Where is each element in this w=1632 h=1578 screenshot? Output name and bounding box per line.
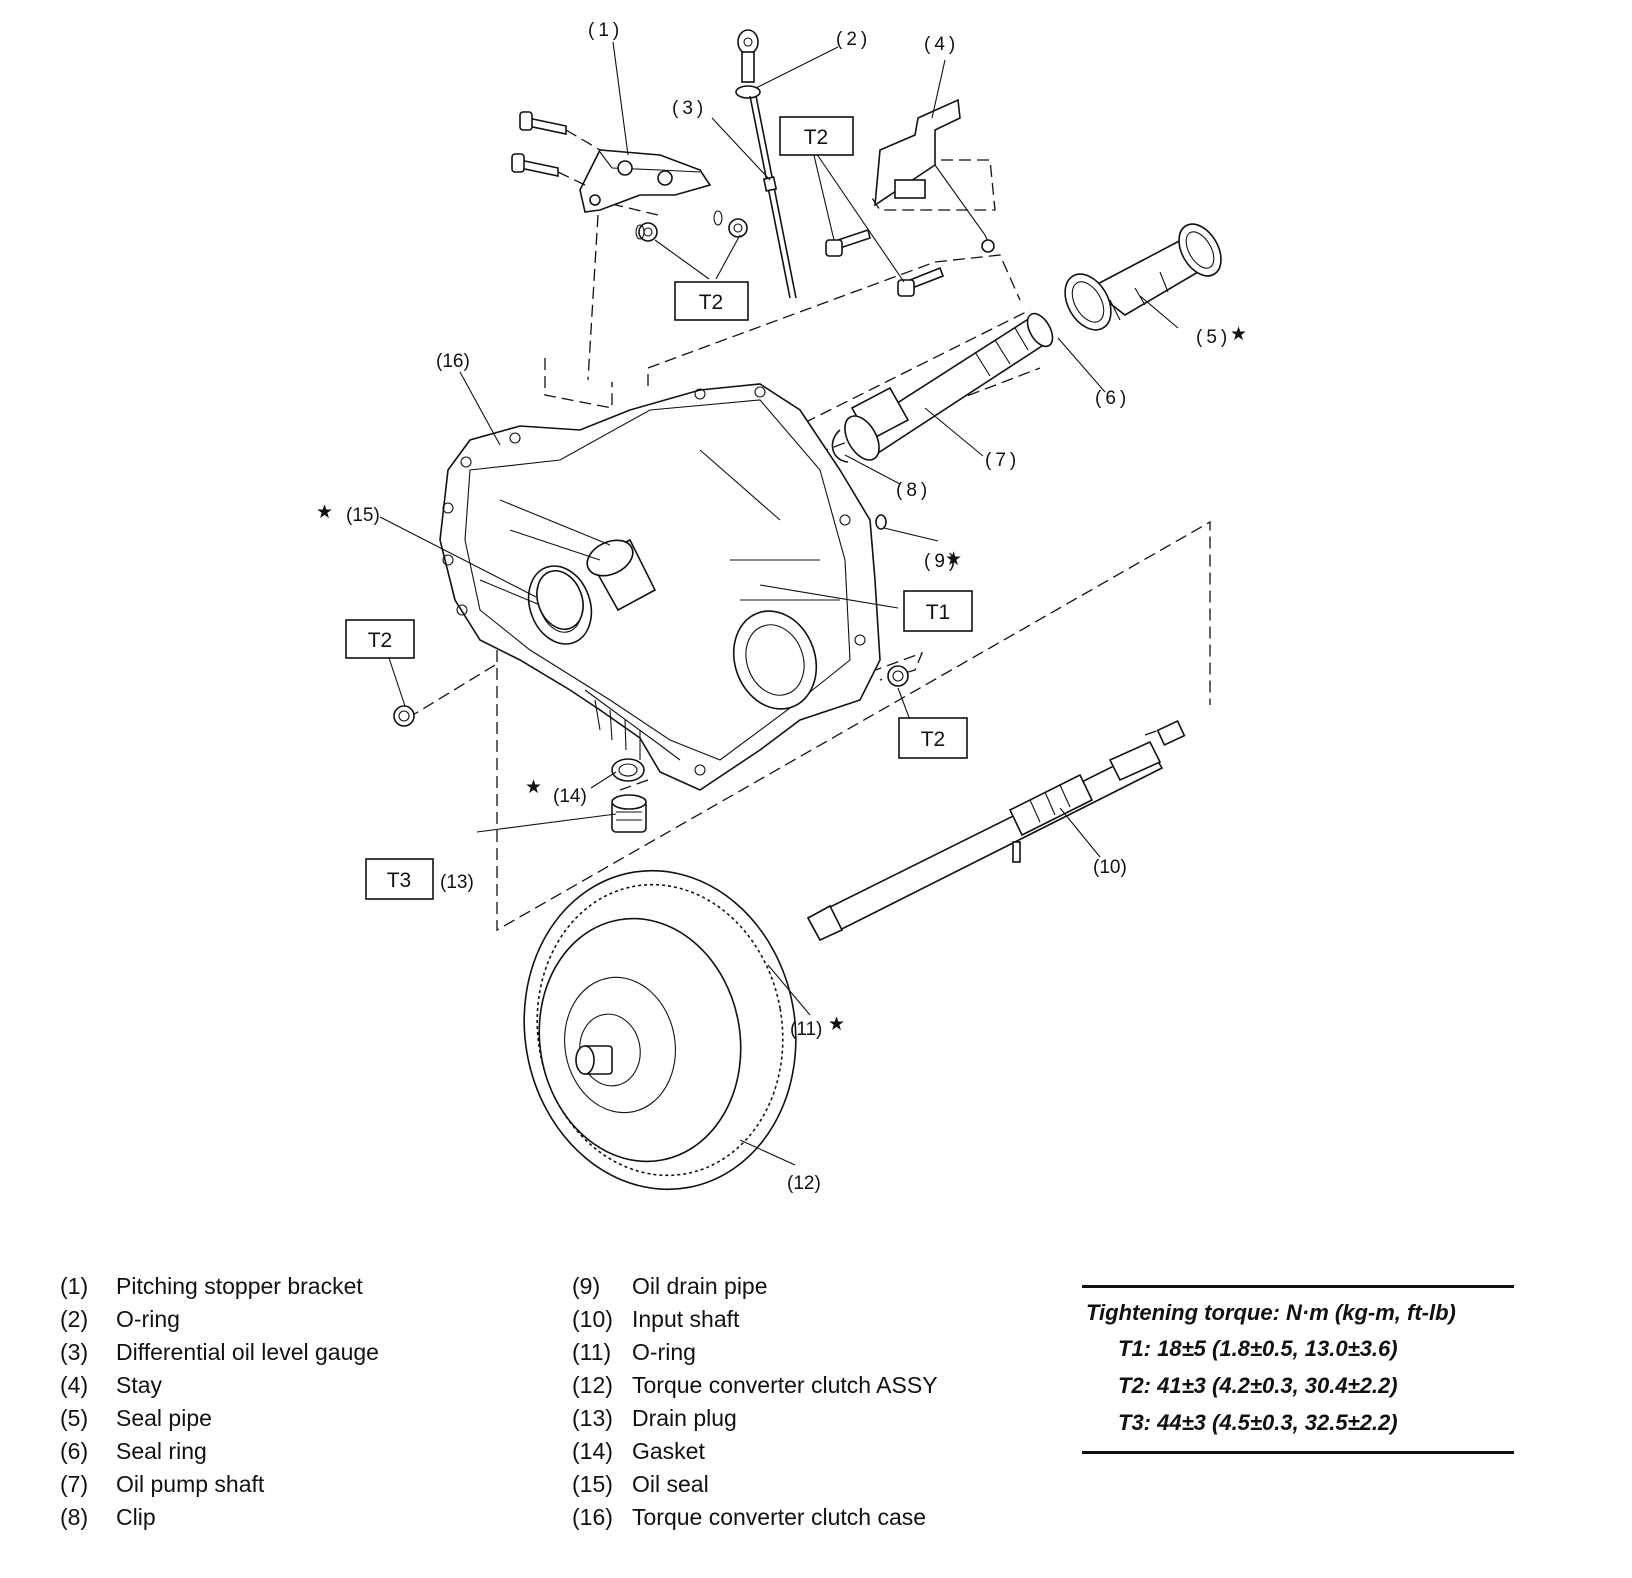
torque-converter (523, 869, 797, 1191)
legend-item: (13)Drain plug (572, 1405, 737, 1431)
torque-table-header: Tightening torque: N·m (kg-m, ft-lb) (1086, 1300, 1456, 1325)
callout-1: (1) (588, 20, 623, 41)
torque-converter-case (439, 383, 881, 791)
legend-item: (6)Seal ring (60, 1438, 207, 1464)
callout-2: (2) (836, 29, 871, 50)
input-shaft (806, 720, 1186, 942)
bracket-nuts (635, 210, 748, 242)
svg-text:T2: T2 (699, 291, 724, 314)
pitching-stopper-bracket (579, 149, 712, 213)
legend-item: (2)O-ring (60, 1306, 180, 1332)
legend-item: (9)Oil drain pipe (572, 1273, 768, 1299)
star-icon: ★ (828, 1014, 845, 1035)
callout-15: (15) (346, 505, 380, 526)
case-nuts (393, 665, 909, 727)
oil-seal (536, 570, 584, 630)
callout-3: (3) (672, 98, 707, 119)
legend-item: (15)Oil seal (572, 1471, 709, 1497)
svg-text:T2: T2 (921, 728, 946, 751)
tightening-torque-table: Tightening torque: N·m (kg-m, ft-lb) T1:… (1082, 1285, 1514, 1454)
torque-box-t2-top-left: T2 (674, 281, 749, 321)
svg-text:T2: T2 (368, 629, 393, 652)
stay-bolts (825, 228, 945, 297)
legend-item: (8)Clip (60, 1504, 156, 1530)
callout-4: (4) (924, 34, 959, 55)
seal-pipe-ring (1064, 273, 1112, 331)
parts-legend-right: (9)Oil drain pipe (10)Input shaft (11)O-… (572, 1270, 938, 1534)
callout-labels: (1) (2) (4) (3) (5) (6) (7) (8) (9) (16)… (346, 20, 1231, 1194)
callout-13: (13) (440, 872, 474, 893)
legend-item: (12)Torque converter clutch ASSY (572, 1372, 938, 1398)
leader-lines (379, 41, 1179, 1166)
legend-item: (4)Stay (60, 1372, 163, 1398)
torque-row-t1: T1: 18±5 (1.8±0.5, 13.0±3.6) (1118, 1336, 1398, 1361)
star-icon: ★ (316, 502, 333, 523)
callout-6: (6) (1095, 388, 1130, 409)
legend-item: (16)Torque converter clutch case (572, 1504, 927, 1530)
callout-14: (14) (553, 786, 587, 807)
callout-5: (5) (1196, 327, 1231, 348)
legend-item: (7)Oil pump shaft (60, 1471, 265, 1497)
star-icon: ★ (525, 777, 542, 798)
callout-16: (16) (436, 351, 470, 372)
legend-item: (11)O-ring (572, 1339, 696, 1365)
legend-item: (10)Input shaft (572, 1306, 740, 1332)
star-marks: ★ ★ ★ ★ ★ (316, 324, 1247, 1035)
legend-item: (1)Pitching stopper bracket (60, 1273, 363, 1299)
star-icon: ★ (1230, 324, 1247, 345)
legend-item: (3)Differential oil level gauge (60, 1339, 379, 1365)
oil-drain-pipe (875, 514, 887, 530)
torque-box-t2-right: T2 (898, 717, 968, 759)
oil-level-gauge (735, 29, 797, 299)
torque-box-t3: T3 (365, 858, 434, 900)
callout-10: (10) (1093, 857, 1127, 878)
callout-9: (9) (924, 551, 959, 572)
parts-legend-left: (1)Pitching stopper bracket (2)O-ring (3… (60, 1270, 379, 1534)
stay-bracket (874, 98, 995, 253)
legend-item: (14)Gasket (572, 1438, 705, 1464)
drain-plug (611, 794, 647, 833)
torque-box-t2-left: T2 (345, 619, 415, 659)
svg-text:T3: T3 (387, 869, 412, 892)
legend-item: (5)Seal pipe (60, 1405, 212, 1431)
callout-12: (12) (787, 1173, 821, 1194)
callout-8: (8) (896, 480, 931, 501)
callout-11: (11) (790, 1019, 822, 1040)
clip (831, 429, 849, 463)
svg-text:T2: T2 (804, 126, 829, 149)
torque-box-t2-top-right: T2 (779, 116, 854, 156)
star-icon: ★ (945, 549, 962, 570)
callout-7: (7) (985, 450, 1020, 471)
case-bolt-holes (442, 386, 866, 776)
bracket-bolts (511, 111, 601, 186)
oil-pump-shaft (844, 312, 1054, 461)
torque-box-t1: T1 (903, 590, 973, 632)
torque-row-t2: T2: 41±3 (4.2±0.3, 30.4±2.2) (1118, 1373, 1398, 1398)
gasket (611, 758, 645, 782)
svg-text:T1: T1 (926, 601, 951, 624)
seal-pipe (1088, 223, 1222, 321)
torque-row-t3: T3: 44±3 (4.5±0.3, 32.5±2.2) (1118, 1410, 1398, 1435)
